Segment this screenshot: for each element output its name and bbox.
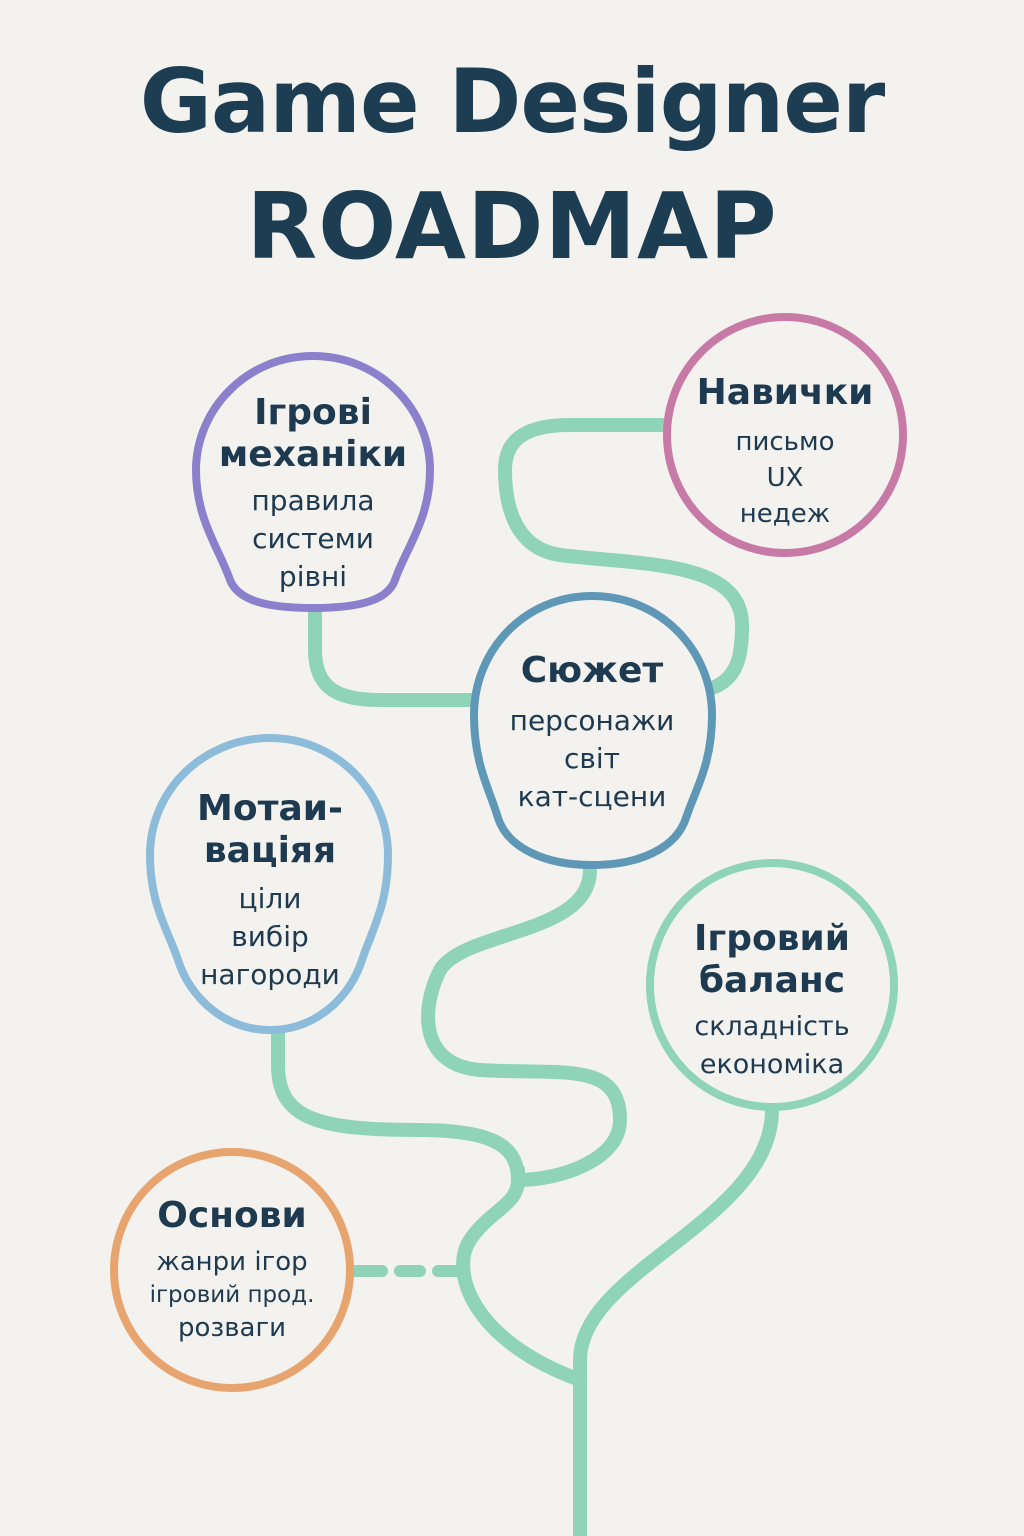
node-mechanics-title-2: механіки [218,434,408,475]
node-skills-item: UX [766,463,804,493]
node-mechanics: Ігрові механіки правила системи рівні [203,392,423,596]
node-plot-item: персонажи [509,704,675,737]
node-plot-item: кат-сцени [517,780,667,813]
node-plot-outline [469,591,717,870]
node-skills-item: письмо [735,427,835,457]
node-motivation-item: ціли [238,882,302,915]
node-balance-outline [646,859,898,1111]
node-skills: Навички письмо UX недеж [685,372,885,532]
node-basics-outline [110,1148,354,1392]
path-plot-skills [497,418,750,695]
node-mechanics-outline [191,351,435,613]
node-plot-title: Сюжет [520,650,664,691]
node-skills-item: недеж [739,499,831,529]
node-basics-item: жанри ігор [156,1247,308,1277]
node-balance-item: складність [694,1011,850,1042]
node-mechanics-title-1: Ігрові [254,392,372,433]
node-basics-item: розваги [177,1313,287,1343]
node-motivation-title-2: ваціяя [203,830,337,871]
node-plot: Сюжет персонажи світ кат-сцени [482,650,702,816]
node-motivation-outline [145,733,393,1035]
node-mechanics-item: рівні [278,560,348,593]
node-skills-title: Навички [696,372,874,413]
node-plot-item: світ [564,742,620,775]
path-base-left [456,1163,587,1387]
roadmap-title-line1: Game Designer [139,50,886,153]
node-basics-title: Основи [157,1195,307,1236]
node-motivation: Мотаи- ваціяя ціли вибір нагороди [160,788,380,994]
node-basics: Основи жанри ігор ігровий прод. розваги [127,1195,337,1345]
node-motivation-title-1: Мотаи- [197,788,343,829]
node-motivation-item: нагороди [200,958,340,991]
node-balance-title-1: Ігровий [694,918,850,959]
node-balance: Ігровий баланс складність економіка [657,918,887,1084]
node-skills-outline [663,313,907,557]
path-trunk [573,1103,779,1536]
node-motivation-item: вибір [231,920,309,953]
node-balance-item: економіка [699,1049,845,1080]
path-mechanics-plot [308,603,485,707]
node-basics-item: ігровий прод. [149,1282,315,1308]
node-mechanics-item: системи [252,522,374,555]
path-s-curve [421,863,628,1187]
node-balance-title-2: баланс [698,960,846,1001]
node-mechanics-item: правила [251,484,375,517]
roadmap-title-line2: ROADMAP [246,173,778,280]
path-motivation-plot [271,1023,525,1187]
